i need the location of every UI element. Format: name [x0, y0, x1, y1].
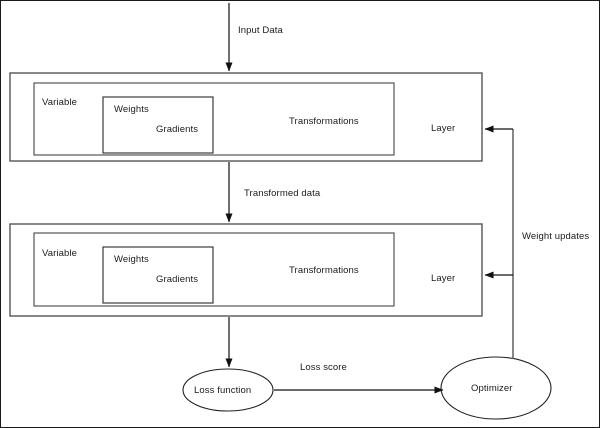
layer-1-gradients-label: Gradients	[156, 124, 199, 135]
layer-1-weights-box	[102, 96, 214, 154]
layer-2-variable-box	[33, 232, 395, 307]
loss-function-ellipse	[182, 368, 274, 412]
loss-function-label: Loss function	[194, 385, 252, 396]
edge-label-loss-score: Loss score	[300, 362, 347, 373]
optimizer-label: Optimizer	[471, 383, 513, 394]
layer-1-transformations-label: Transformations	[289, 116, 359, 127]
layer-1-layer-label: Layer	[431, 123, 456, 134]
layer-1-weights-label: Weights	[114, 104, 149, 115]
layer-2-weights-box	[102, 246, 214, 304]
layer-2-layer-label: Layer	[431, 273, 456, 284]
layer-2-transformations-label: Transformations	[289, 265, 359, 276]
layer-2-variable-label: Variable	[42, 248, 77, 259]
layer-2-gradients-label: Gradients	[156, 274, 199, 285]
edge-label-input-data: Input Data	[238, 25, 283, 36]
layer-2-weights-label: Weights	[114, 254, 149, 265]
layer-1-variable-box	[33, 82, 395, 156]
edge-label-transformed-data: Transformed data	[244, 188, 321, 199]
layer-1-variable-label: Variable	[42, 97, 77, 108]
edge-label-weight-updates: Weight updates	[522, 231, 590, 242]
